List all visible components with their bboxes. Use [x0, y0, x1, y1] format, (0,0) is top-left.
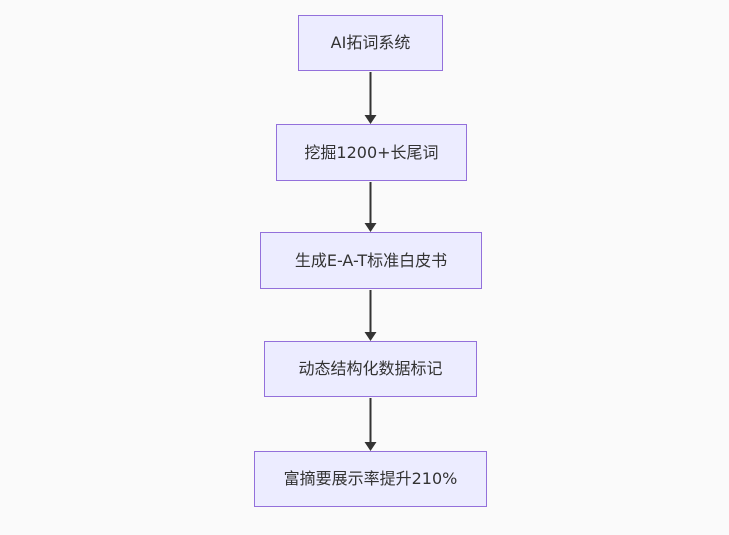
- edge-c-to-d: [364, 290, 377, 341]
- node-label: 生成E-A-T标准白皮书: [294, 250, 448, 270]
- node-label: 挖掘1200+长尾词: [304, 142, 439, 162]
- flowchart-node-dynamic-structured-data: 动态结构化数据标记: [264, 341, 477, 397]
- edge-a-to-b: [364, 72, 377, 124]
- edge-b-to-c: [364, 182, 377, 232]
- edge-d-to-e: [364, 398, 377, 451]
- node-label: AI拓词系统: [330, 33, 411, 53]
- flowchart-node-mine-longtail-keywords: 挖掘1200+长尾词: [276, 124, 467, 181]
- arrowhead-icon: [364, 442, 377, 451]
- arrowhead-icon: [364, 332, 377, 341]
- flowchart-node-rich-snippet-rate: 富摘要展示率提升210%: [254, 451, 487, 507]
- arrowhead-icon: [364, 115, 377, 124]
- flowchart-node-generate-eat-whitepaper: 生成E-A-T标准白皮书: [260, 232, 482, 289]
- arrowhead-icon: [364, 223, 377, 232]
- node-label: 动态结构化数据标记: [298, 359, 443, 379]
- flowchart-node-ai-keyword-system: AI拓词系统: [298, 15, 443, 71]
- node-label: 富摘要展示率提升210%: [283, 469, 458, 489]
